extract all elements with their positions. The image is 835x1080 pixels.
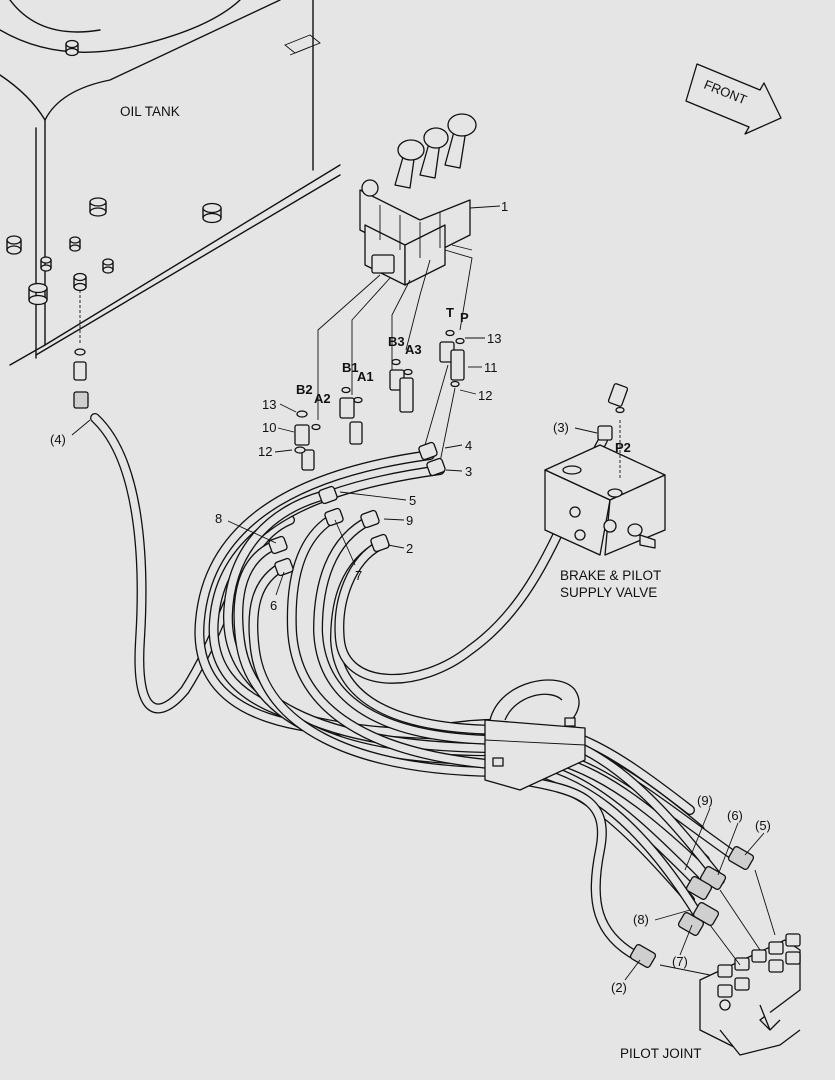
callout-12-left: 12 bbox=[258, 444, 272, 459]
callout-10: 10 bbox=[262, 420, 276, 435]
fittings bbox=[268, 329, 465, 577]
pilot-joint-label: PILOT JOINT bbox=[620, 1046, 702, 1061]
leader-lines bbox=[71, 337, 765, 981]
callout-paren-5: (5) bbox=[755, 818, 771, 833]
callout-1: 1 bbox=[501, 199, 508, 214]
port-b2: B2 bbox=[296, 382, 313, 397]
callout-8: 8 bbox=[215, 511, 222, 526]
pilot-control-valve bbox=[317, 113, 501, 420]
port-b3: B3 bbox=[388, 334, 405, 349]
callout-paren-6: (6) bbox=[727, 808, 743, 823]
oil-tank-label: OIL TANK bbox=[120, 104, 180, 119]
callout-paren-9: (9) bbox=[697, 793, 713, 808]
callout-12-right: 12 bbox=[478, 388, 492, 403]
brake-valve-label-2: SUPPLY VALVE bbox=[560, 585, 657, 600]
pilot-joint bbox=[629, 846, 801, 1056]
callout-paren-2: (2) bbox=[611, 980, 627, 995]
callout-13-right: 13 bbox=[487, 331, 501, 346]
callout-9: 9 bbox=[406, 513, 413, 528]
callout-11: 11 bbox=[484, 360, 498, 375]
callout-2: 2 bbox=[406, 541, 413, 556]
callout-paren-4: (4) bbox=[50, 432, 66, 447]
text-labels: OIL TANK FRONT BRAKE & PILOT SUPPLY VALV… bbox=[50, 77, 771, 1061]
port-t: T bbox=[446, 305, 454, 320]
port-p: P bbox=[460, 310, 469, 325]
callout-13-left: 13 bbox=[262, 397, 276, 412]
callout-7: 7 bbox=[355, 568, 362, 583]
callout-paren-7: (7) bbox=[672, 954, 688, 969]
port-p2: P2 bbox=[615, 440, 631, 455]
oil-tank bbox=[0, 0, 341, 409]
callout-paren-3: (3) bbox=[553, 420, 569, 435]
port-b1: B1 bbox=[342, 360, 359, 375]
callout-paren-8: (8) bbox=[633, 912, 649, 927]
callout-6: 6 bbox=[270, 598, 277, 613]
tank-bolts bbox=[6, 39, 222, 306]
callout-3: 3 bbox=[465, 464, 472, 479]
brake-pilot-supply-valve bbox=[544, 383, 666, 556]
callout-5: 5 bbox=[409, 493, 416, 508]
port-a3: A3 bbox=[405, 342, 422, 357]
front-arrow bbox=[685, 63, 782, 135]
hose-clamp bbox=[484, 679, 586, 791]
port-a2: A2 bbox=[314, 391, 331, 406]
brake-valve-label-1: BRAKE & PILOT bbox=[560, 568, 661, 583]
callout-4: 4 bbox=[465, 438, 472, 453]
port-a1: A1 bbox=[357, 369, 374, 384]
